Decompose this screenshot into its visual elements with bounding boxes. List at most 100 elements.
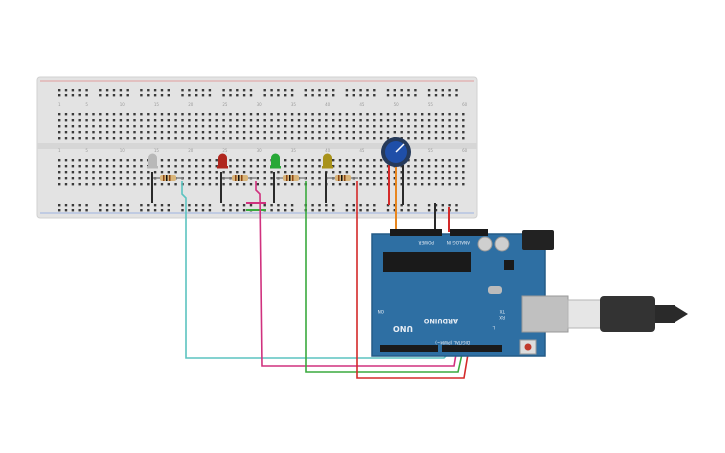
breadboard-hole[interactable] [105, 137, 109, 140]
breadboard-hole[interactable] [119, 113, 123, 116]
breadboard-hole[interactable] [229, 113, 232, 116]
breadboard-hole[interactable] [78, 159, 81, 162]
breadboard-hole[interactable] [201, 171, 205, 174]
breadboard-hole[interactable] [352, 204, 355, 207]
breadboard-hole[interactable] [434, 125, 438, 128]
breadboard-hole[interactable] [263, 159, 266, 162]
breadboard-hole[interactable] [242, 125, 246, 128]
breadboard-hole[interactable] [99, 165, 102, 168]
breadboard-hole[interactable] [64, 137, 68, 140]
breadboard-hole[interactable] [441, 125, 444, 128]
breadboard-hole[interactable] [427, 119, 431, 122]
breadboard-hole[interactable] [393, 183, 396, 186]
breadboard-hole[interactable] [133, 119, 136, 122]
breadboard-hole[interactable] [297, 131, 301, 134]
breadboard-hole[interactable] [249, 89, 253, 92]
breadboard-hole[interactable] [284, 183, 287, 186]
breadboard-hole[interactable] [112, 119, 116, 122]
breadboard-hole[interactable] [352, 119, 355, 122]
breadboard-hole[interactable] [71, 125, 75, 128]
breadboard-hole[interactable] [140, 159, 143, 162]
breadboard-hole[interactable] [318, 171, 321, 174]
breadboard-hole[interactable] [126, 183, 129, 186]
breadboard-hole[interactable] [153, 204, 157, 207]
breadboard-hole[interactable] [407, 137, 410, 140]
breadboard-hole[interactable] [195, 94, 198, 97]
breadboard-hole[interactable] [78, 177, 81, 180]
breadboard-hole[interactable] [78, 119, 81, 122]
wire-magenta[interactable] [255, 181, 457, 367]
breadboard-hole[interactable] [297, 183, 301, 186]
breadboard-hole[interactable] [270, 113, 273, 116]
breadboard-hole[interactable] [249, 183, 253, 186]
breadboard-hole[interactable] [58, 209, 61, 212]
breadboard-hole[interactable] [92, 165, 95, 168]
breadboard-hole[interactable] [325, 131, 328, 134]
breadboard-hole[interactable] [345, 94, 349, 97]
breadboard-hole[interactable] [284, 209, 287, 212]
breadboard-hole[interactable] [229, 125, 232, 128]
breadboard-hole[interactable] [174, 159, 177, 162]
breadboard-hole[interactable] [256, 177, 259, 180]
breadboard-hole[interactable] [290, 119, 294, 122]
breadboard-hole[interactable] [71, 183, 75, 186]
breadboard-hole[interactable] [153, 171, 157, 174]
breadboard-hole[interactable] [427, 183, 431, 186]
breadboard-hole[interactable] [160, 159, 164, 162]
breadboard-hole[interactable] [195, 131, 198, 134]
breadboard-hole[interactable] [147, 131, 150, 134]
breadboard-hole[interactable] [195, 125, 198, 128]
breadboard-hole[interactable] [153, 94, 157, 97]
breadboard-hole[interactable] [195, 159, 198, 162]
breadboard-hole[interactable] [195, 204, 198, 207]
breadboard-hole[interactable] [153, 131, 157, 134]
breadboard-hole[interactable] [249, 165, 253, 168]
breadboard-hole[interactable] [352, 94, 355, 97]
breadboard-hole[interactable] [407, 125, 410, 128]
breadboard-hole[interactable] [284, 159, 287, 162]
breadboard-hole[interactable] [256, 119, 259, 122]
breadboard-hole[interactable] [112, 125, 116, 128]
breadboard-hole[interactable] [270, 125, 273, 128]
breadboard-hole[interactable] [242, 183, 246, 186]
breadboard-hole[interactable] [434, 159, 438, 162]
breadboard-hole[interactable] [174, 171, 177, 174]
breadboard-hole[interactable] [352, 131, 355, 134]
breadboard-hole[interactable] [71, 119, 75, 122]
breadboard-hole[interactable] [242, 159, 246, 162]
breadboard-hole[interactable] [455, 119, 458, 122]
breadboard-hole[interactable] [167, 165, 170, 168]
breadboard-hole[interactable] [229, 165, 232, 168]
breadboard-hole[interactable] [222, 137, 225, 140]
breadboard-hole[interactable] [181, 94, 184, 97]
breadboard-hole[interactable] [263, 183, 266, 186]
breadboard-hole[interactable] [359, 209, 362, 212]
breadboard-hole[interactable] [126, 113, 129, 116]
breadboard-hole[interactable] [58, 131, 61, 134]
breadboard-hole[interactable] [105, 94, 109, 97]
breadboard-hole[interactable] [181, 171, 184, 174]
breadboard-hole[interactable] [393, 177, 396, 180]
breadboard-hole[interactable] [222, 94, 225, 97]
breadboard-hole[interactable] [256, 159, 259, 162]
breadboard-hole[interactable] [58, 119, 61, 122]
breadboard-hole[interactable] [352, 165, 355, 168]
green-led[interactable] [270, 153, 281, 169]
breadboard-hole[interactable] [215, 119, 218, 122]
breadboard-hole[interactable] [256, 183, 259, 186]
breadboard-hole[interactable] [407, 131, 410, 134]
breadboard-hole[interactable] [92, 119, 95, 122]
breadboard-hole[interactable] [85, 165, 88, 168]
breadboard-hole[interactable] [119, 204, 123, 207]
breadboard-hole[interactable] [407, 119, 410, 122]
breadboard-hole[interactable] [140, 119, 143, 122]
breadboard-hole[interactable] [414, 113, 417, 116]
breadboard-hole[interactable] [325, 119, 328, 122]
breadboard-hole[interactable] [174, 165, 177, 168]
breadboard[interactable]: 1155101015152020252530303535404045455050… [36, 76, 478, 219]
breadboard-hole[interactable] [236, 165, 239, 168]
breadboard-hole[interactable] [229, 171, 232, 174]
breadboard-hole[interactable] [58, 113, 61, 116]
potentiometer[interactable] [381, 137, 411, 235]
breadboard-hole[interactable] [236, 209, 239, 212]
